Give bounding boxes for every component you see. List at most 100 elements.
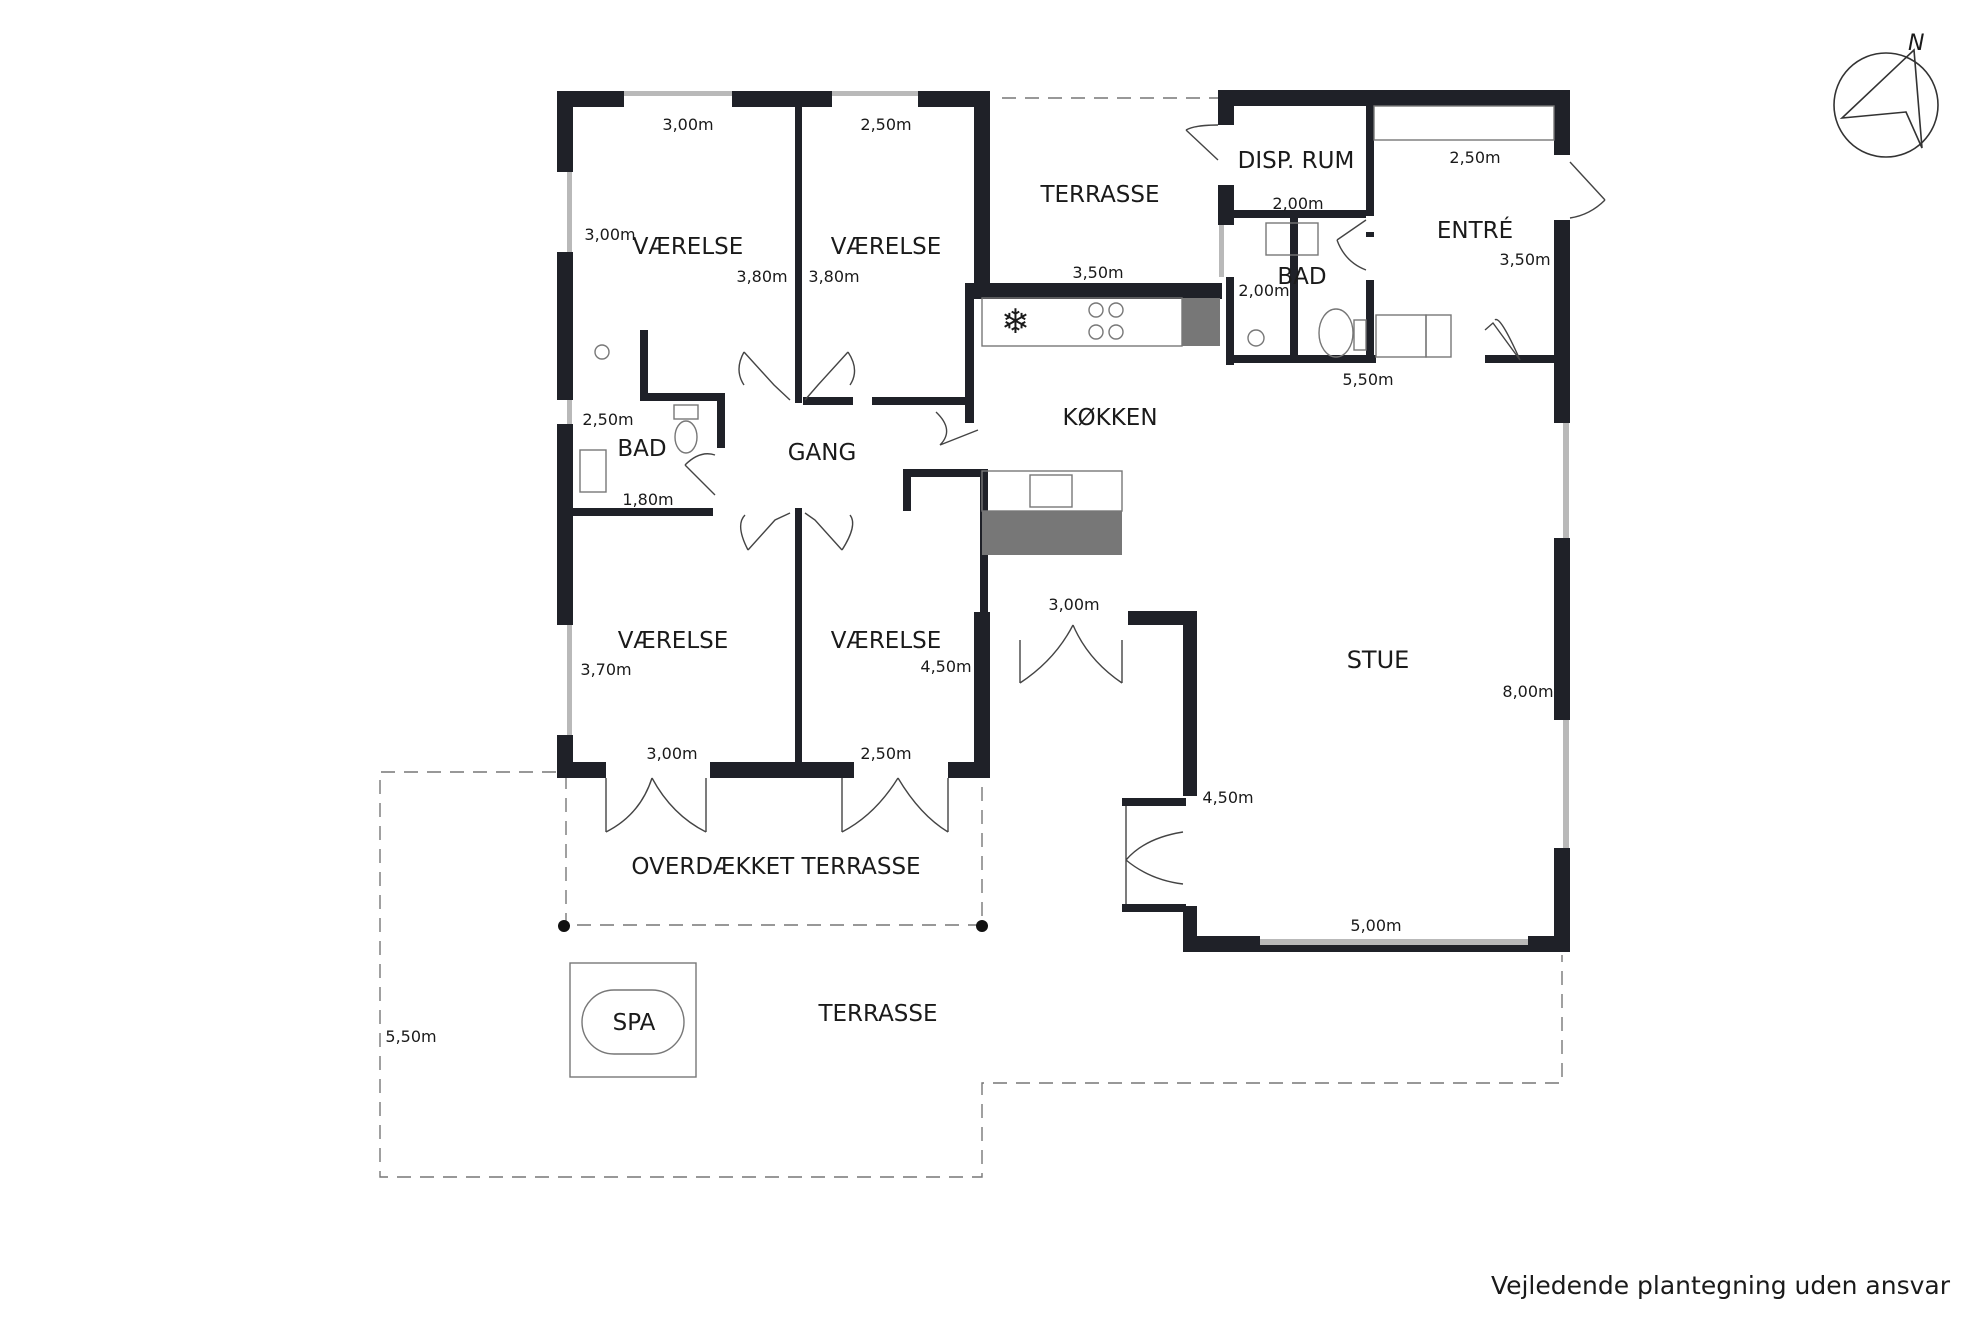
door [1019, 624, 1123, 684]
shower-drain [594, 344, 610, 360]
wall [918, 91, 990, 107]
wall [640, 393, 724, 401]
wall [732, 91, 832, 107]
door [935, 411, 979, 446]
wall [1554, 848, 1570, 952]
dimension-label: 4,50m [920, 657, 971, 676]
door [1185, 124, 1219, 161]
stove-burner [1088, 324, 1104, 340]
wall [557, 424, 573, 625]
window [832, 91, 918, 96]
wall [1122, 798, 1186, 806]
spa-frame [569, 962, 697, 1078]
dimension-label: 2,50m [582, 410, 633, 429]
window [1260, 939, 1528, 945]
wall [717, 393, 725, 448]
stove-burner [1108, 324, 1124, 340]
dimension-label: 3,50m [1072, 263, 1123, 282]
wall [1260, 945, 1528, 952]
wall [1226, 220, 1234, 225]
wall [903, 469, 983, 477]
refrigerator [1182, 298, 1220, 346]
wall [974, 283, 1222, 299]
kitchen-island-base [982, 511, 1122, 555]
window [567, 400, 572, 424]
door [804, 512, 854, 551]
room-label-vaerelse: VÆRELSE [831, 628, 942, 654]
entry-sink [1375, 314, 1427, 358]
dimension-label: 3,00m [662, 115, 713, 134]
dimension-label: 3,80m [808, 267, 859, 286]
room-label-terrasse: TERRASSE [1039, 182, 1159, 208]
window [567, 172, 572, 252]
entry-wardrobe [1373, 105, 1555, 141]
wall [840, 762, 854, 778]
room-label-vaerelse: VÆRELSE [633, 234, 744, 260]
dimension-label: 5,50m [385, 1027, 436, 1046]
room-label-vaerelse: VÆRELSE [831, 234, 942, 260]
room-label-disp-rum: DISP. RUM [1238, 148, 1355, 174]
wall [557, 762, 606, 778]
wall [1528, 936, 1570, 952]
door [740, 512, 791, 551]
compass-ring [1833, 52, 1939, 158]
wall [974, 91, 990, 283]
dimension-label: 4,50m [1202, 788, 1253, 807]
door [1125, 859, 1184, 904]
room-label-overdaekket-terrasse: OVERDÆKKET TERRASSE [631, 854, 920, 880]
wall [1226, 277, 1234, 365]
door [804, 351, 856, 401]
dimension-label: 5,00m [1350, 916, 1401, 935]
wall [1366, 106, 1374, 216]
dimension-label: 3,50m [1499, 250, 1550, 269]
bath-sink [579, 449, 607, 493]
wall [573, 508, 713, 516]
wall [1183, 936, 1260, 952]
wall [1554, 538, 1570, 720]
wall [640, 330, 648, 400]
wall [1366, 280, 1374, 360]
shower-drain [1247, 329, 1265, 347]
wall [1218, 90, 1570, 106]
wall [1290, 218, 1298, 363]
wall [1366, 232, 1374, 237]
door [738, 351, 791, 401]
wall [1554, 90, 1570, 155]
room-label-kokken: KØKKEN [1062, 405, 1157, 431]
window [624, 91, 732, 96]
door [1484, 318, 1521, 361]
toilet [1353, 319, 1367, 351]
dimension-label: 3,70m [580, 660, 631, 679]
freezer-icon: ❄ [1001, 302, 1030, 342]
dimension-label: 3,00m [646, 744, 697, 763]
window [1563, 720, 1569, 848]
spa-tub [581, 989, 685, 1055]
room-label-vaerelse: VÆRELSE [618, 628, 729, 654]
bath-sink [1265, 222, 1319, 256]
compass-north-label: N [1908, 31, 1924, 56]
fixtures: ❄ [569, 105, 1555, 1078]
covered-terrace-outline [565, 775, 983, 926]
dimension-label: 3,00m [1048, 595, 1099, 614]
wall [795, 105, 802, 403]
dimension-label: 1,80m [622, 490, 673, 509]
wall [1554, 220, 1570, 423]
door [684, 453, 716, 496]
dimension-label: 2,00m [1238, 281, 1289, 300]
wall [1128, 611, 1196, 625]
door [1336, 219, 1367, 271]
compass: N [1833, 31, 1939, 158]
wall [1226, 355, 1376, 363]
north-arrow-icon [1839, 48, 1923, 149]
disclaimer: Vejledende plantegning uden ansvar [1491, 1271, 1951, 1300]
wall [872, 397, 972, 405]
wall [557, 252, 573, 400]
toilet-bowl [674, 420, 698, 454]
wall [1122, 904, 1186, 912]
dimension-label: 8,00m [1502, 682, 1553, 701]
window [567, 625, 572, 735]
doors [605, 124, 1606, 904]
wall [710, 762, 840, 778]
south-terrace-outline [379, 771, 1563, 1178]
